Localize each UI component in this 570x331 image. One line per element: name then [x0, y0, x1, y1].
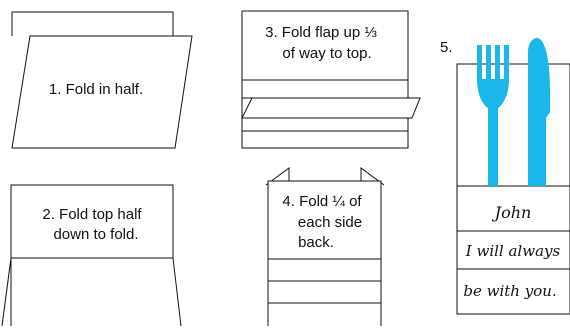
finished-napkin	[457, 64, 570, 314]
napkin-back-sheet	[12, 12, 173, 36]
step-3-line-1: 3. Fold flap up ⅓	[265, 24, 377, 41]
folded-flap	[242, 98, 420, 118]
step-2-line-2: down to fold.	[53, 226, 138, 243]
card-message-line-1: I will always	[465, 242, 561, 260]
card-name: John	[492, 203, 532, 222]
step-1-line-1: 1. Fold in half.	[49, 81, 143, 98]
step-5-diagram: 5. John I will always be with you.	[440, 38, 570, 314]
napkin-right-edge	[173, 258, 181, 326]
step-4-line-3: back.	[298, 234, 334, 251]
step-4-diagram: 4. Fold ¼ of each side back.	[266, 168, 384, 326]
step-4-line-1: 4. Fold ¼ of	[282, 193, 362, 210]
step-3-diagram: 3. Fold flap up ⅓ of way to top.	[242, 11, 420, 148]
step-5-number: 5.	[440, 39, 453, 56]
napkin-left-edge	[2, 258, 11, 326]
card-message-line-2: be with you.	[463, 282, 556, 300]
step-2-line-1: 2. Fold top half	[42, 206, 142, 223]
step-2-diagram: 2. Fold top half down to fold.	[2, 185, 181, 326]
step-1-diagram: 1. Fold in half.	[12, 12, 192, 148]
step-4-line-2: each side	[298, 214, 362, 231]
step-3-line-2: of way to top.	[282, 45, 371, 62]
